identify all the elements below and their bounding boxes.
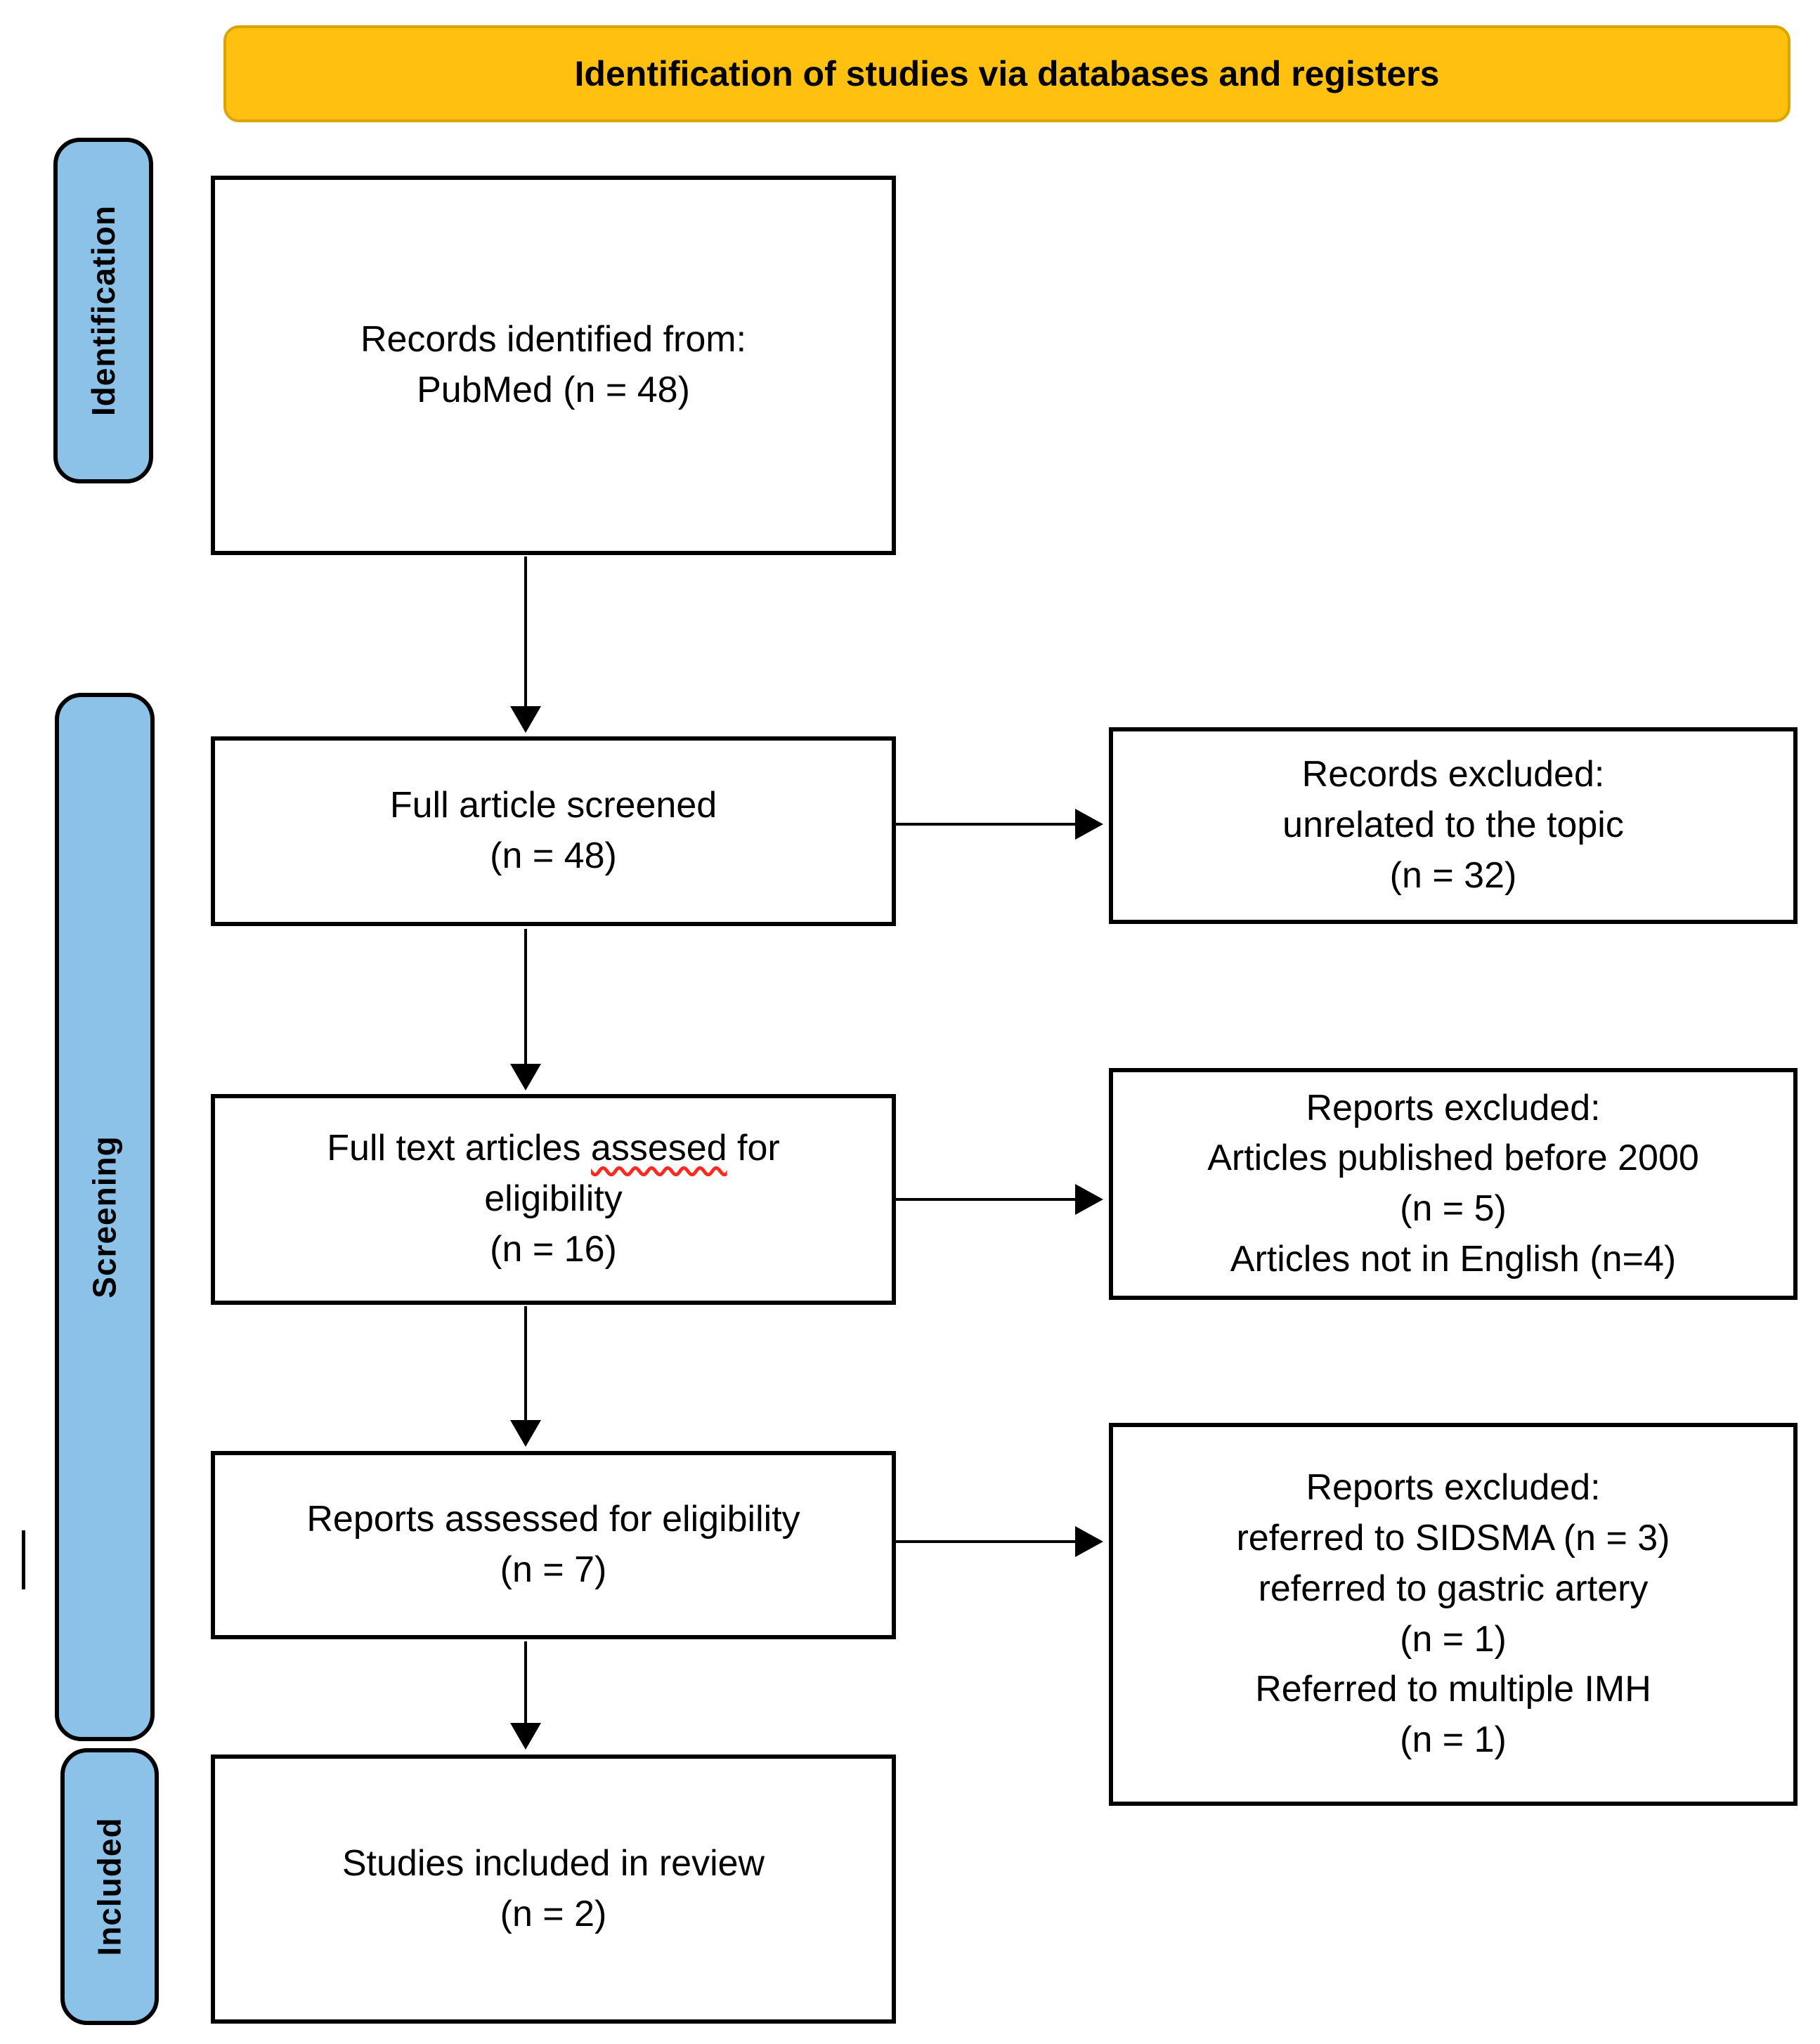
box-reports-excluded-eligibility: Reports excluded: referred to SIDSMA (n … <box>1109 1423 1798 1806</box>
box-reports-excluded-eligibility-line2: referred to SIDSMA (n = 3) <box>1236 1518 1670 1558</box>
box-reports-excluded-screening-line1: Reports excluded: <box>1306 1087 1601 1128</box>
stray-tick-mark <box>22 1530 25 1589</box>
box-reports-excluded-eligibility-line5: Referred to multiple IMH <box>1255 1669 1651 1710</box>
box-full-text-assessed: Full text articles assesed for eligibili… <box>211 1094 896 1305</box>
box-full-article-screened-line2: (n = 48) <box>490 835 617 876</box>
arrowhead-down-1-icon <box>510 706 541 733</box>
arrowhead-down-3-icon <box>510 1420 541 1447</box>
arrowhead-right-1-icon <box>1075 809 1103 840</box>
box-records-identified-line2: PubMed (n = 48) <box>417 370 690 410</box>
arrowhead-down-2-icon <box>510 1064 541 1091</box>
arrowhead-down-4-icon <box>510 1723 541 1750</box>
stage-identification-label: Identification <box>85 204 122 417</box>
misspelled-word-with-squiggle: assesed <box>590 1128 727 1169</box>
arrow-down-4-icon <box>510 1641 541 1750</box>
box-full-text-assessed-line1: Full text articles assesed for <box>327 1124 779 1174</box>
box-records-identified: Records identified from: PubMed (n = 48) <box>211 176 896 555</box>
box-reports-excluded-screening: Reports excluded: Articles published bef… <box>1109 1068 1798 1300</box>
stage-screening: Screening <box>55 693 155 1741</box>
arrow-right-3-icon <box>896 1526 1103 1557</box>
box-reports-excluded-screening-line3: (n = 5) <box>1400 1188 1507 1229</box>
box-reports-excluded-eligibility-line1: Reports excluded: <box>1306 1467 1601 1509</box>
box-reports-excluded-screening-line2: Articles published before 2000 <box>1207 1138 1699 1179</box>
box-studies-included: Studies included in review (n = 2) <box>211 1755 896 2024</box>
box-full-text-assessed-line1-after: for <box>727 1128 780 1169</box>
box-records-excluded-line3: (n = 32) <box>1389 854 1517 896</box>
stage-included: Included <box>60 1748 159 2025</box>
box-reports-assessed: Reports assessed for eligibility (n = 7) <box>211 1451 896 1639</box>
arrow-right-1-icon <box>896 809 1103 840</box>
arrow-down-3-icon <box>510 1306 541 1447</box>
box-reports-excluded-screening-line4: Articles not in English (n=4) <box>1230 1238 1677 1280</box>
box-reports-excluded-eligibility-line6: (n = 1) <box>1400 1719 1507 1760</box>
box-records-excluded: Records excluded: unrelated to the topic… <box>1109 727 1798 924</box>
box-full-text-assessed-line1-before: Full text articles <box>327 1128 591 1169</box>
box-full-text-assessed-line3: (n = 16) <box>490 1228 617 1270</box>
box-studies-included-line1: Studies included in review <box>342 1842 765 1884</box>
stage-identification: Identification <box>53 138 153 483</box>
box-full-article-screened: Full article screened (n = 48) <box>211 736 896 926</box>
box-records-excluded-line1: Records excluded: <box>1301 754 1605 795</box>
box-studies-included-line2: (n = 2) <box>500 1893 607 1934</box>
box-reports-excluded-eligibility-line4: (n = 1) <box>1400 1618 1507 1660</box>
box-records-identified-line1: Records identified from: <box>360 319 747 360</box>
box-reports-assessed-line1: Reports assessed for eligibility <box>306 1499 800 1540</box>
arrowhead-right-2-icon <box>1075 1184 1103 1215</box>
arrow-down-2-icon <box>510 929 541 1091</box>
box-full-text-assessed-line2: eligibility <box>484 1178 623 1220</box>
box-reports-excluded-eligibility-line3: referred to gastric artery <box>1258 1568 1649 1609</box>
box-records-excluded-line2: unrelated to the topic <box>1282 805 1624 846</box>
stage-included-label: Included <box>91 1817 128 1956</box>
banner-title: Identification of studies via databases … <box>223 25 1790 122</box>
arrow-down-1-icon <box>510 556 541 733</box>
box-reports-assessed-line2: (n = 7) <box>500 1549 607 1590</box>
arrow-right-2-icon <box>896 1184 1103 1215</box>
arrowhead-right-3-icon <box>1075 1526 1103 1557</box>
box-full-article-screened-line1: Full article screened <box>389 785 717 826</box>
stage-screening-label: Screening <box>86 1135 124 1298</box>
